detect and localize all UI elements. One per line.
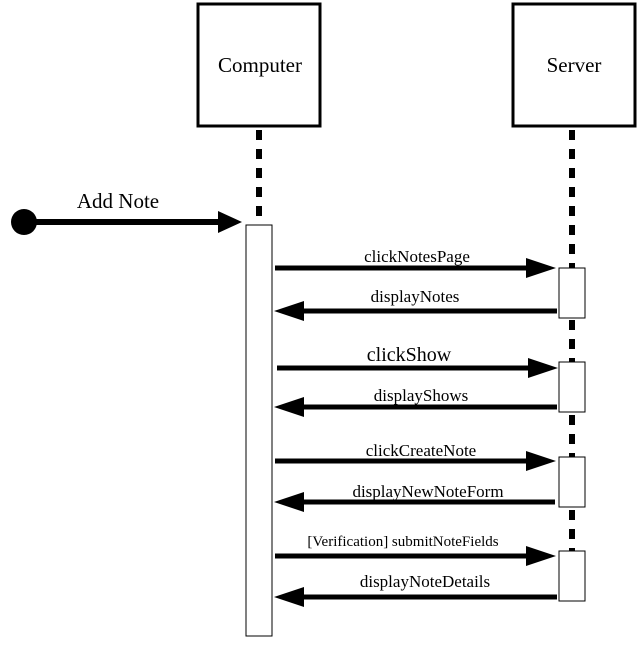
server-activation-bar-3 <box>558 456 586 508</box>
message-1-arrow-head <box>526 258 556 278</box>
lifeline-server: Server <box>511 2 637 602</box>
message-7: [Verification] submitNoteFields <box>275 534 556 566</box>
lifeline-computer: Computer <box>196 2 322 637</box>
message-4-label: displayShows <box>374 386 468 405</box>
message-3-label: clickShow <box>367 344 452 366</box>
server-activation-bar-2 <box>558 361 586 413</box>
server-activation-bar-1 <box>558 267 586 319</box>
message-2-label: displayNotes <box>371 287 460 306</box>
start-arrow-head <box>218 211 242 233</box>
message-8-label: displayNoteDetails <box>360 572 490 591</box>
message-3-arrow-head <box>528 358 558 378</box>
message-4: displayShows <box>274 386 557 417</box>
start-message-label: Add Note <box>77 189 159 213</box>
message-5-label: clickCreateNote <box>366 441 476 460</box>
server-activation-bar-4 <box>558 550 586 602</box>
message-5-arrow-head <box>526 451 556 471</box>
message-6-label: displayNewNoteForm <box>352 482 503 501</box>
message-2: displayNotes <box>274 287 557 321</box>
message-5: clickCreateNote <box>275 441 556 471</box>
message-6: displayNewNoteForm <box>274 482 555 512</box>
start-message: Add Note <box>11 189 242 235</box>
computer-label: Computer <box>218 53 302 77</box>
computer-box <box>196 2 322 128</box>
server-label: Server <box>547 53 602 77</box>
message-1-label: clickNotesPage <box>364 247 470 266</box>
message-7-label: [Verification] submitNoteFields <box>307 534 498 550</box>
message-8-arrow-head <box>274 587 304 607</box>
message-3: clickShow <box>277 344 558 378</box>
message-8: displayNoteDetails <box>274 572 557 607</box>
message-4-arrow-head <box>274 397 304 417</box>
message-6-arrow-head <box>274 492 304 512</box>
message-2-arrow-head <box>274 301 304 321</box>
message-7-arrow-head <box>526 546 556 566</box>
server-box <box>511 2 637 128</box>
message-1: clickNotesPage <box>275 247 556 278</box>
computer-activation-bar <box>245 224 273 637</box>
